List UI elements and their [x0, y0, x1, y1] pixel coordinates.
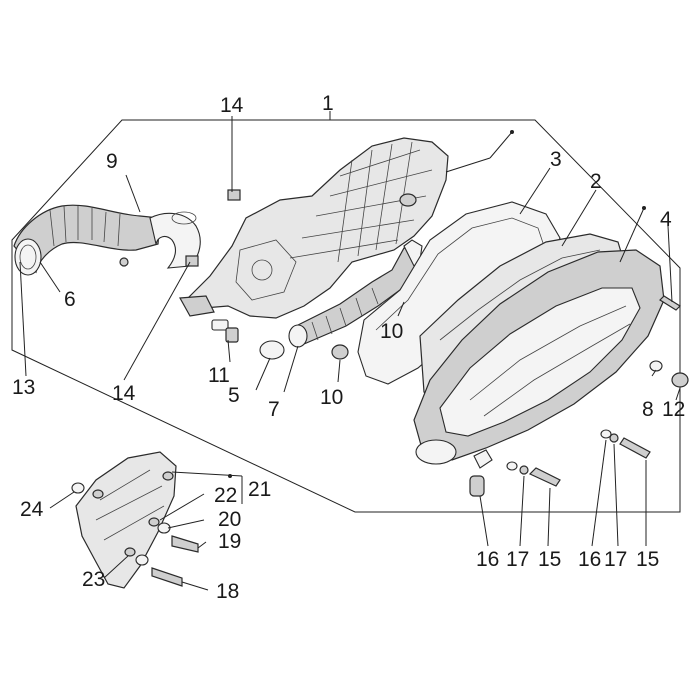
callout-13: 13	[12, 376, 35, 399]
drain-plug	[469, 449, 493, 497]
callout-2: 2	[590, 170, 602, 193]
cap-12	[671, 372, 689, 388]
bolt-15b	[619, 437, 651, 459]
callout-17-right: 17	[604, 548, 627, 571]
callout-12: 12	[662, 398, 685, 421]
callout-18: 18	[216, 580, 239, 603]
air-filter-cover	[413, 249, 665, 465]
washer-17a	[519, 465, 529, 475]
washer-23b	[135, 554, 149, 566]
callout-7: 7	[268, 398, 280, 421]
bolt-19	[171, 535, 199, 553]
nut-10	[331, 344, 349, 360]
assembly-outline	[11, 119, 681, 513]
callout-10-right: 10	[380, 320, 403, 343]
callout-15-right: 15	[636, 548, 659, 571]
callout-5: 5	[228, 384, 240, 407]
callout-15-left: 15	[538, 548, 561, 571]
bolt-18	[151, 567, 183, 587]
grommet-8	[649, 360, 663, 372]
screw-4	[659, 295, 681, 311]
callout-8: 8	[642, 398, 654, 421]
callout-16-right: 16	[578, 548, 601, 571]
callout-14-top: 14	[220, 94, 244, 117]
callout-23: 23	[82, 568, 105, 591]
clip-top	[227, 189, 241, 201]
callout-11: 11	[208, 364, 230, 387]
washer-16a	[506, 461, 518, 471]
callout-labels: 1 2 3 4 5 6 7 8 9 10 10 11 12 13 14 14 1…	[12, 92, 685, 603]
callout-4: 4	[660, 208, 672, 231]
washer-16b	[600, 429, 612, 439]
callout-6: 6	[64, 288, 76, 311]
callout-10-left: 10	[320, 386, 343, 409]
callout-17-left: 17	[506, 548, 529, 571]
intake-duct-hose	[13, 204, 201, 276]
washer-22	[148, 517, 160, 527]
small-cover	[75, 451, 177, 589]
leader-lines	[19, 111, 681, 591]
callout-20: 20	[218, 508, 241, 531]
washer-23	[124, 547, 136, 557]
bolt-15a	[528, 467, 561, 487]
hose-clamp	[259, 340, 285, 360]
intake-boot	[288, 239, 423, 348]
callout-24: 24	[20, 498, 44, 521]
callout-1: 1	[322, 92, 334, 115]
callout-22: 22	[214, 484, 237, 507]
air-filter-housing	[179, 137, 449, 319]
callout-16-left: 16	[476, 548, 499, 571]
washer-24	[71, 482, 85, 494]
screw-11	[211, 319, 239, 343]
washer-17b	[609, 433, 619, 443]
callout-19: 19	[218, 530, 241, 553]
callout-21: 21	[248, 478, 271, 501]
callout-9: 9	[106, 150, 118, 173]
clip-left	[185, 255, 199, 267]
callout-3: 3	[550, 148, 562, 171]
callout-14-bottom: 14	[112, 382, 136, 405]
